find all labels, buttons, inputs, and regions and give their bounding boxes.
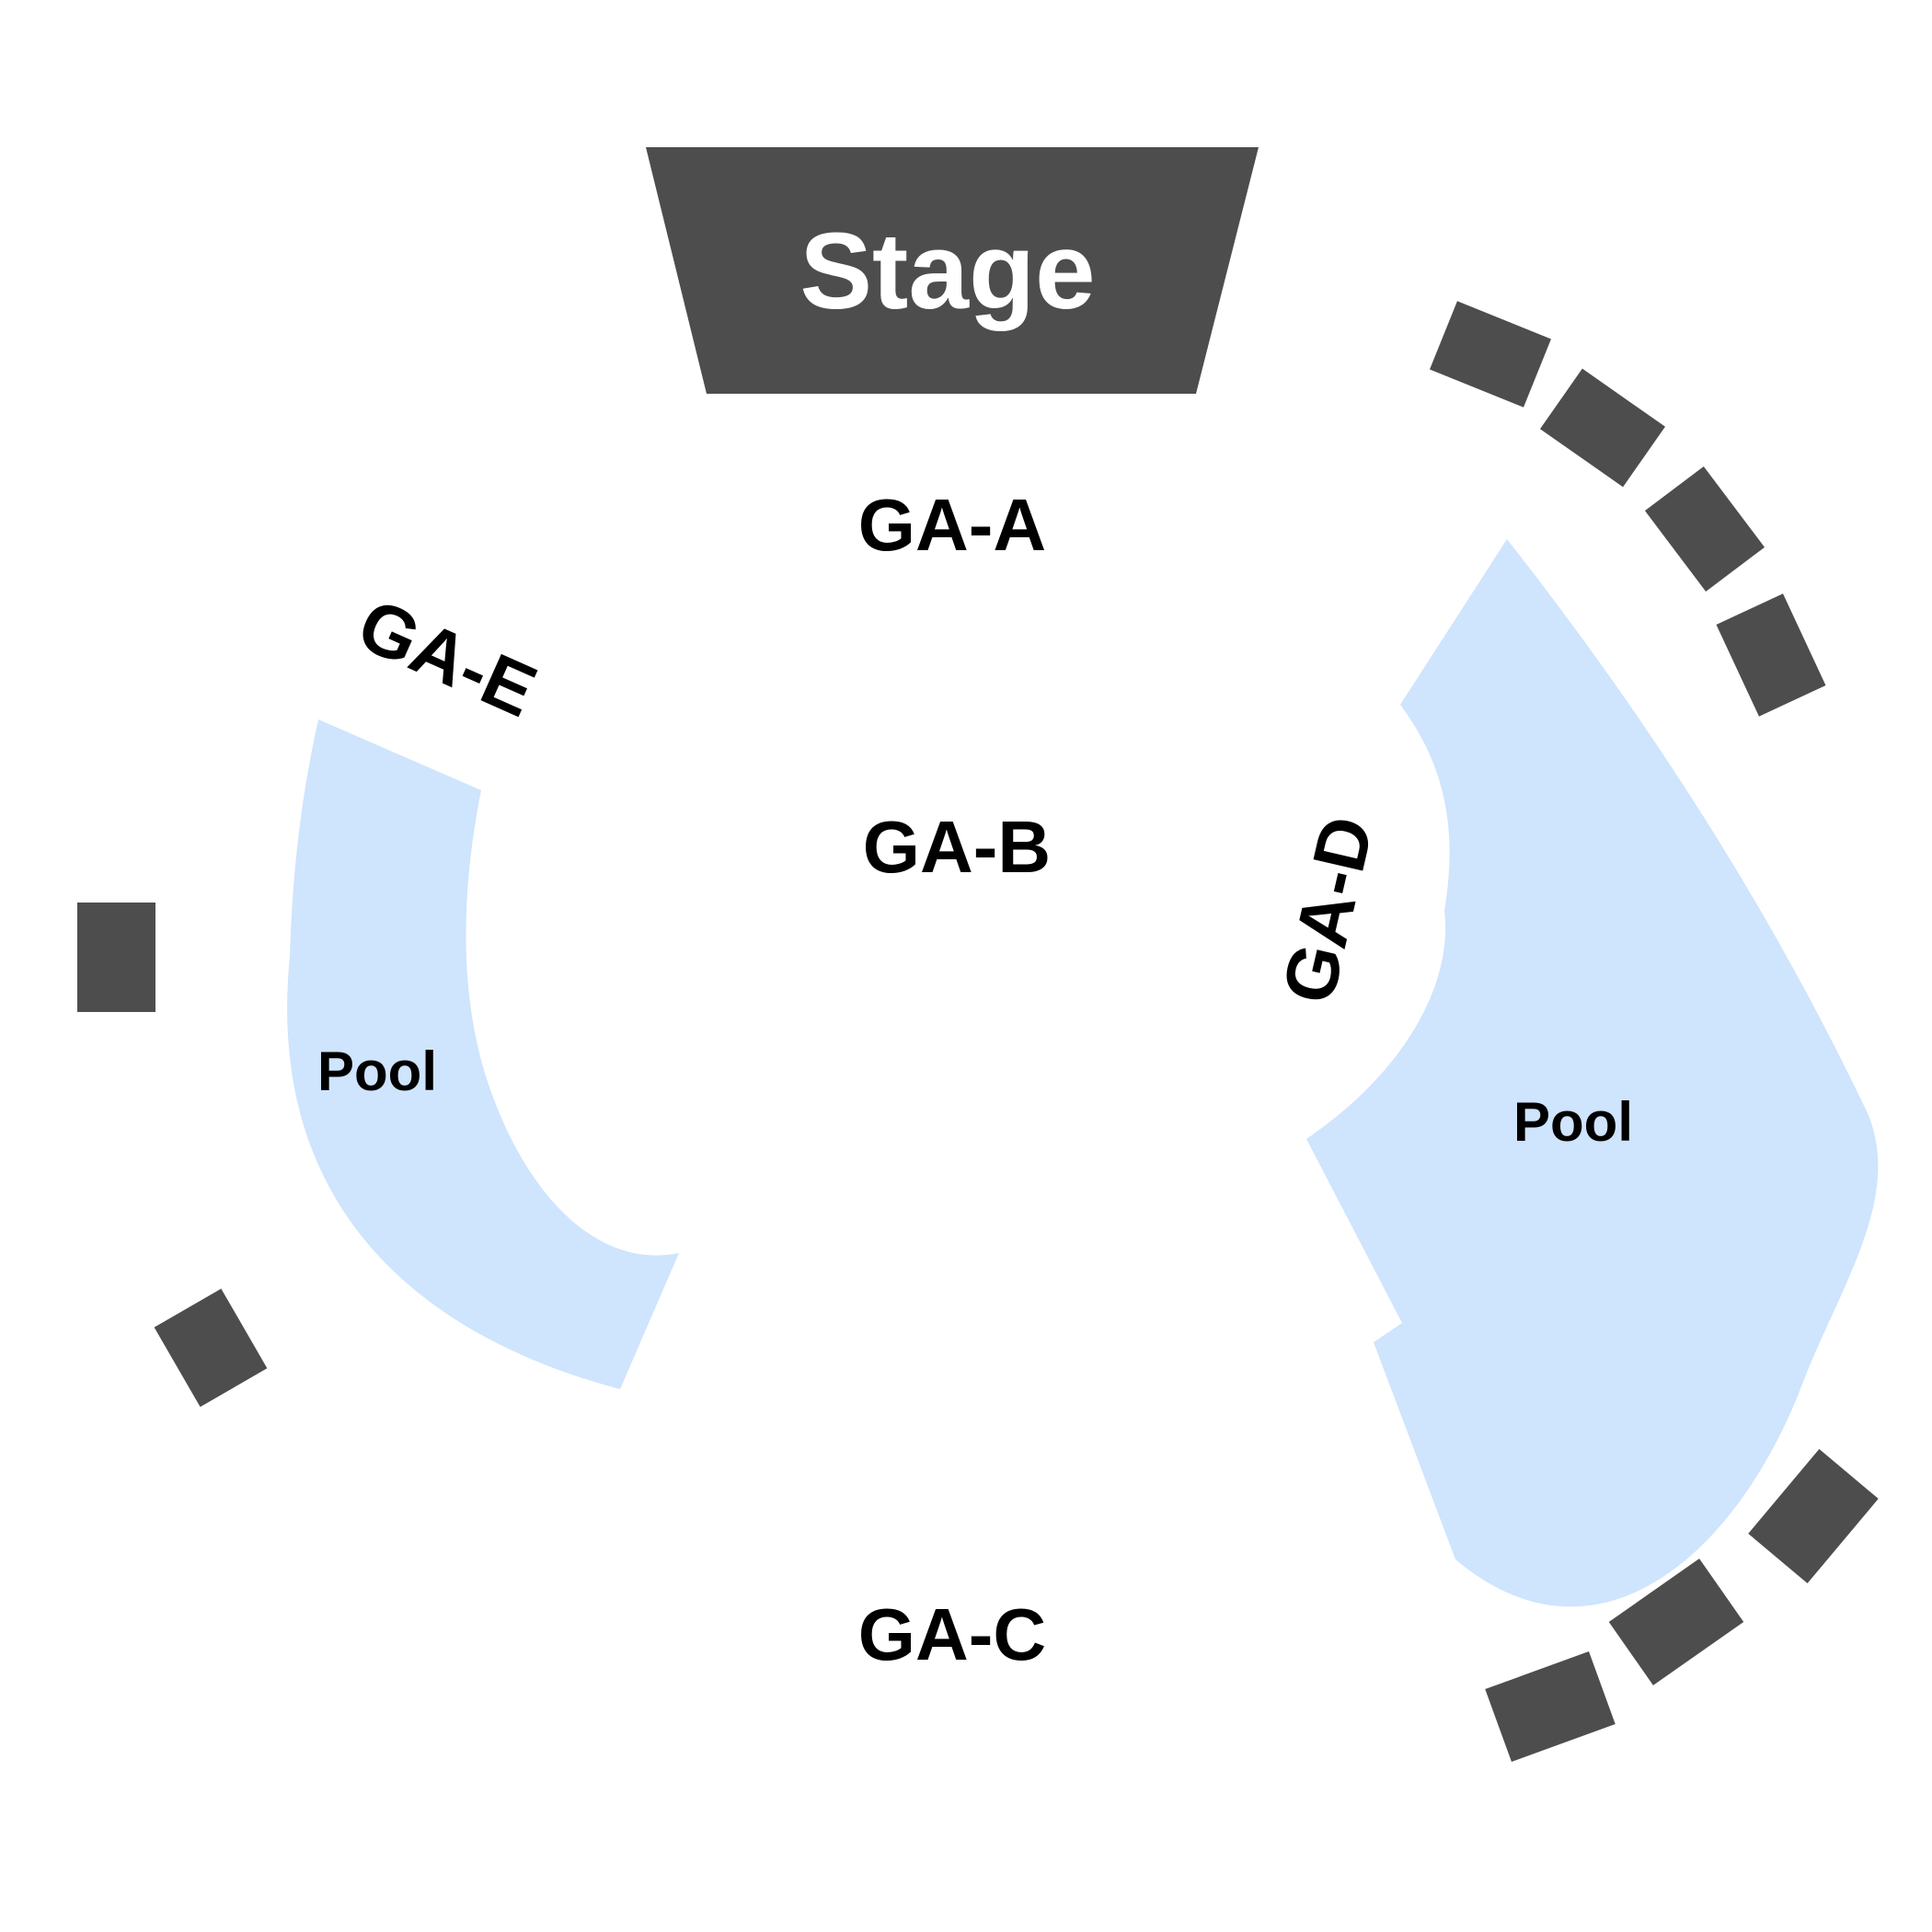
seat-block-upper-right-1[interactable] (1430, 301, 1551, 408)
pool-right[interactable]: Pool (1306, 539, 1879, 1607)
pool-left-area[interactable] (287, 719, 679, 1389)
pool-right-label: Pool (1513, 1091, 1633, 1153)
seat-block-lower-right-3[interactable] (1485, 1651, 1616, 1762)
seat-blocks-left (77, 903, 268, 1408)
seat-block-upper-right-3[interactable] (1644, 466, 1765, 592)
pool-left-label: Pool (317, 1041, 437, 1102)
seat-blocks-upper-right (1430, 301, 1826, 717)
seat-block-left-1[interactable] (77, 903, 155, 1012)
stage-label: Stage (799, 211, 1095, 332)
zone-ga-a-label[interactable]: GA-A (858, 484, 1046, 566)
stage: Stage (646, 147, 1259, 394)
zone-ga-e-label[interactable]: GA-E (347, 583, 548, 733)
zone-ga-b-label[interactable]: GA-B (863, 806, 1051, 888)
seat-blocks-lower-right (1485, 1449, 1879, 1762)
pool-right-area[interactable] (1306, 539, 1879, 1607)
seat-block-lower-right-2[interactable] (1608, 1558, 1744, 1685)
seat-block-lower-right-1[interactable] (1748, 1449, 1879, 1583)
zone-ga-d-label[interactable]: GA-D (1267, 809, 1389, 1010)
seat-block-upper-right-2[interactable] (1540, 368, 1665, 488)
seat-block-upper-right-4[interactable] (1716, 593, 1826, 717)
pool-left[interactable]: Pool (287, 719, 679, 1389)
seat-block-left-2[interactable] (154, 1288, 268, 1408)
zone-ga-c-label[interactable]: GA-C (858, 1593, 1046, 1675)
stage-shape (646, 147, 1259, 394)
